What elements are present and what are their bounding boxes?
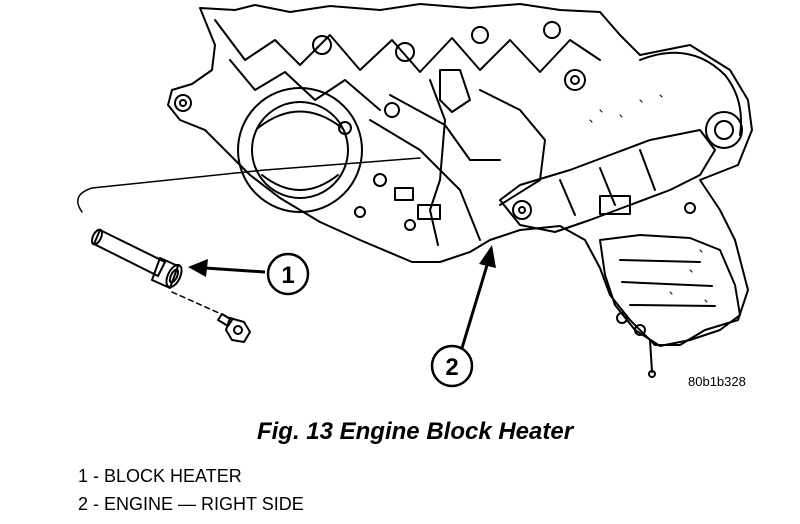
- legend-item-block-heater: 1 - BLOCK HEATER: [78, 466, 242, 486]
- figure-caption: Fig. 13 Engine Block Heater: [256, 418, 574, 445]
- callout-1-label: 1: [281, 262, 294, 289]
- heater-cord-line: [77, 157, 421, 213]
- callout-2-marker: 2: [430, 344, 474, 388]
- engine-block-drawing: [167, 3, 753, 378]
- block-heater-drawing: [90, 228, 183, 289]
- heater-bolt-drawing: [217, 313, 251, 343]
- callout-2-arrow: [460, 245, 496, 349]
- legend-item-engine-right-side: 2 - ENGINE — RIGHT SIDE: [78, 494, 304, 514]
- callout-1-arrow: [188, 259, 266, 277]
- bolt-alignment-line: [171, 291, 231, 319]
- callout-2-label: 2: [445, 354, 458, 381]
- figure-image-code: 80b1b328: [688, 374, 746, 389]
- callout-1-marker: 1: [266, 252, 310, 296]
- engine-block-heater-illustration: 1 2 80b1b328: [77, 3, 753, 389]
